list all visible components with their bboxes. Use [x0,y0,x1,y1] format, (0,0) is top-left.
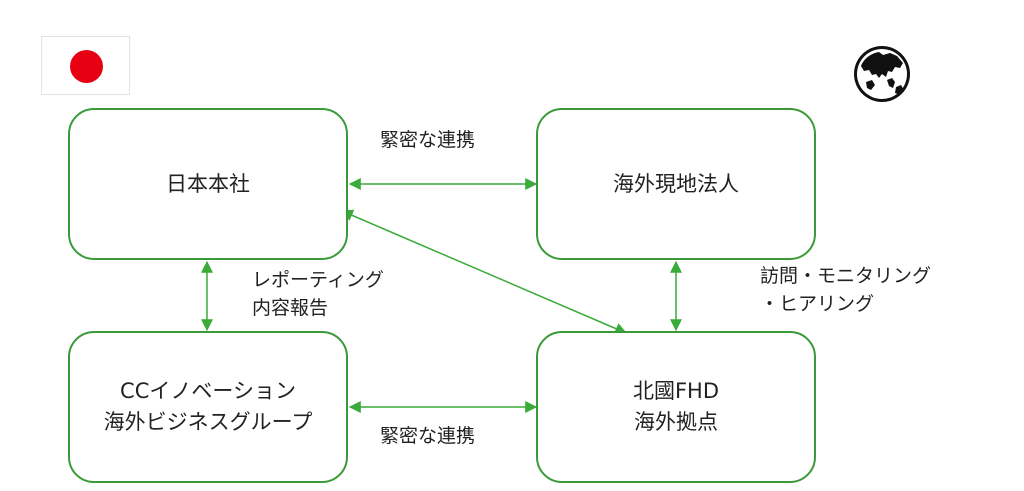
label-reporting-line1: レポーティング [252,269,384,291]
node-cc-innovation: CCイノベーション 海外ビジネスグループ [68,331,348,483]
node-overseas-subsidiary-label: 海外現地法人 [613,171,739,196]
label-reporting: レポーティング 内容報告 [252,266,384,322]
node-overseas-subsidiary: 海外現地法人 [536,108,816,260]
arrow-hq-hokkoku-diagonal [340,209,628,335]
node-hq: 日本本社 [68,108,348,260]
node-hq-label: 日本本社 [166,171,250,196]
label-top-link: 緊密な連携 [380,129,476,151]
node-cc-innovation-line2: 海外ビジネスグループ [103,410,313,434]
label-visits: 訪問・モニタリング ・ヒアリング [760,262,931,318]
flag-sun [70,50,103,83]
node-cc-innovation-line1: CCイノベーション [120,379,296,403]
node-hokkoku-line2: 海外拠点 [634,410,718,434]
label-visits-line1: 訪問・モニタリング [760,265,932,287]
label-bottom-link: 緊密な連携 [380,425,476,447]
globe-asia-icon [854,46,910,102]
japan-flag-icon [41,36,130,95]
node-hokkoku: 北國FHD 海外拠点 [536,331,816,483]
node-hokkoku-line1: 北國FHD [632,379,720,403]
label-reporting-line2: 内容報告 [252,297,329,319]
label-visits-line2: ・ヒアリング [760,293,875,315]
